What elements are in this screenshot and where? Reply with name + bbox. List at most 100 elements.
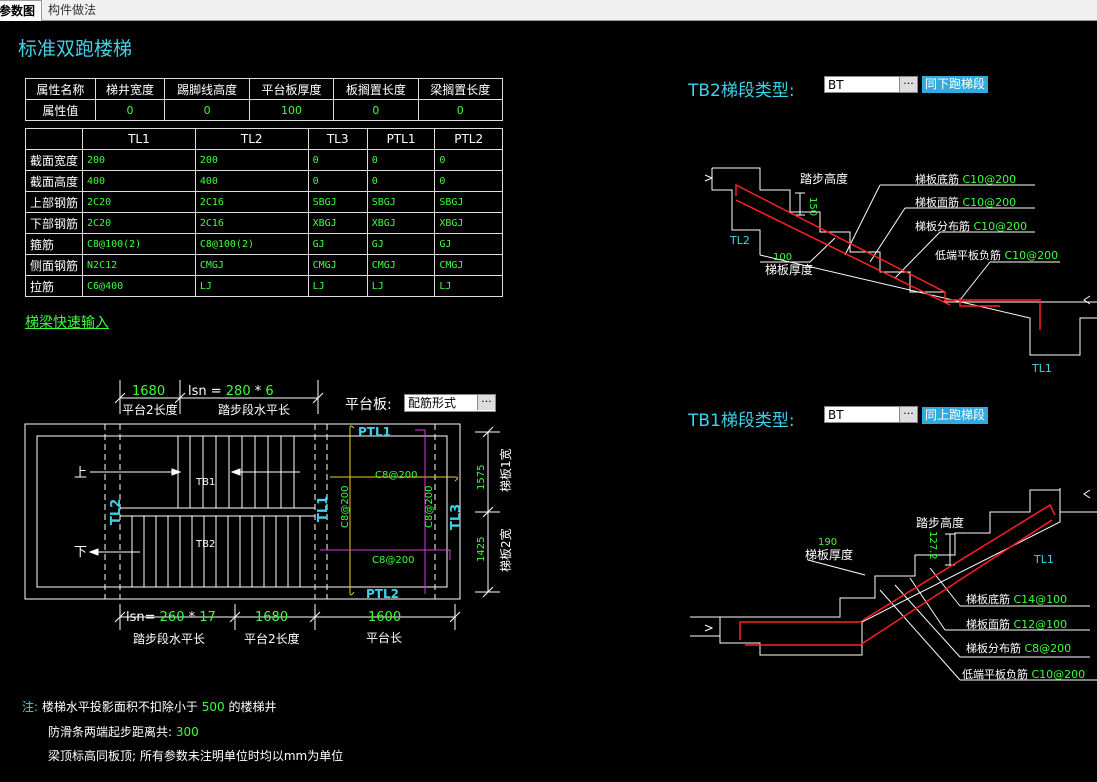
tb1-type-value: BT <box>828 408 844 422</box>
tb1-type-label: TB1梯段类型: <box>688 411 795 431</box>
platform-select-value: 配筋形式 <box>408 396 457 410</box>
direction-arrows <box>88 468 300 556</box>
tb1-same-as-button[interactable]: 同上跑梯段 <box>922 407 989 424</box>
tb1-section-outline <box>690 488 1097 681</box>
tb2-type-value: BT <box>828 78 844 92</box>
note-text-1b: 的楼梯井 <box>228 700 277 714</box>
page-title: 标准双跑楼梯 <box>18 38 133 60</box>
platform-rebar-yellow <box>330 425 458 596</box>
dim-top-1: 1680 <box>132 384 165 399</box>
tb1-neg-label: 低端平板负筋 C10@200 <box>962 667 1085 681</box>
dim-bot-label-2: 平台2长度 <box>244 631 300 646</box>
row-label: 截面宽度 <box>24 149 84 171</box>
property-table: 属性名称 梯井宽度 踢脚线高度 平台板厚度 板搁置长度 梁搁置长度 属性值 0 … <box>25 78 504 121</box>
ellipsis-icon[interactable]: ··· <box>477 395 495 410</box>
note-line-2: 防滑条两端起步距离共: 300 <box>48 723 199 740</box>
table-row: 侧面钢筋 N2C12 CMGJ CMGJ CMGJ CMGJ <box>24 254 503 276</box>
tb1-step-height: 踏步高度 <box>916 515 964 530</box>
tb2-thick-value: 100 <box>773 252 792 263</box>
rebar-label-3: C8@200 <box>340 486 351 528</box>
value-cell[interactable]: 0 <box>417 99 504 121</box>
dim-right-label-2: 梯板2宽 <box>498 528 513 572</box>
note-value-2[interactable]: 300 <box>175 725 199 739</box>
tb2-rebar <box>735 183 1041 330</box>
platform-rebar-magenta <box>320 429 451 594</box>
tb1-label-tl1: TL1 <box>1033 553 1054 566</box>
value-cell[interactable]: LJ <box>307 275 368 297</box>
row-label: 拉筋 <box>24 275 84 297</box>
tb1-top-label: 梯板面筋 C12@100 <box>966 617 1067 631</box>
dim-top-lsn: lsn = 280 * 6 <box>188 384 274 399</box>
tab-method[interactable]: 构件做法 <box>48 3 97 17</box>
value-cell[interactable]: C6@400 <box>82 275 196 297</box>
label-tl3: TL3 <box>449 504 464 530</box>
note-prefix: 注: <box>22 700 39 714</box>
tb2-thick-label: 梯板厚度 <box>765 262 813 277</box>
tb2-bottom-label: 梯板底筋 C10@200 <box>915 172 1016 186</box>
beam-hidden-lines <box>104 424 436 599</box>
dim-bot-2: 1680 <box>255 610 288 625</box>
dim-bot-3: 1600 <box>368 610 401 625</box>
note-line-1: 注: 楼梯水平投影面积不扣除小于 500 的楼梯井 <box>22 698 276 715</box>
label-up: 上 <box>74 466 87 481</box>
value-cell[interactable]: LJ <box>194 275 309 297</box>
plan-dimension-lines <box>114 380 500 630</box>
table-row: 下部钢筋 2C20 2C16 XBGJ XBGJ XBGJ <box>24 212 503 234</box>
dim-bot-label-1: 踏步段水平长 <box>133 631 205 646</box>
label-tb2: TB2 <box>195 539 215 550</box>
label-down: 下 <box>74 545 87 560</box>
tb1-step-value: 127.2 <box>927 531 938 560</box>
label-ptl2: PTL2 <box>366 587 399 601</box>
tb2-dist-label: 梯板分布筋 C10@200 <box>915 219 1027 233</box>
row-label: 侧面钢筋 <box>24 254 84 276</box>
dim-top-label-1: 平台2长度 <box>122 402 178 417</box>
tb1-dist-label: 梯板分布筋 C8@200 <box>966 641 1071 655</box>
value-cell[interactable]: 100 <box>248 99 335 121</box>
label-tl1: TL1 <box>316 496 331 522</box>
note-value-1[interactable]: 500 <box>201 700 225 714</box>
dim-bot-lsn: lsn= 260 * 17 <box>126 610 216 625</box>
rebar-label-4: C8@200 <box>424 486 435 528</box>
tb2-type-select[interactable]: BT ··· <box>824 76 918 93</box>
tb2-neg-label: 低端平板负筋 C10@200 <box>935 248 1058 262</box>
dim-right-1: 1575 <box>476 465 487 490</box>
row-label: 箍筋 <box>24 233 84 255</box>
note-line-3: 梁顶标高同板顶; 所有参数未注明单位时均以mm为单位 <box>48 749 344 763</box>
rebar-label-1: C8@200 <box>375 470 417 481</box>
tb1-thick-label: 梯板厚度 <box>805 547 853 562</box>
header-cell: 踢脚线高度 <box>164 78 250 100</box>
beam-table: TL1 TL2 TL3 PTL1 PTL2 截面宽度 200 200 0 0 0… <box>24 128 503 297</box>
table-row: 箍筋 C8@100(2) C8@100(2) GJ GJ GJ <box>24 233 503 255</box>
value-cell[interactable]: LJ <box>434 275 503 297</box>
row-label: 上部钢筋 <box>24 191 84 213</box>
ellipsis-icon[interactable]: ··· <box>899 77 917 92</box>
tb1-type-select[interactable]: BT ··· <box>824 406 918 423</box>
tb1-bottom-label: 梯板底筋 C14@100 <box>966 592 1067 606</box>
tb2-label-tl1: TL1 <box>1031 362 1052 375</box>
tb1-thick-value: 190 <box>818 537 837 548</box>
value-cell[interactable]: 0 <box>94 99 166 121</box>
stair-treads <box>131 436 301 587</box>
tb2-top-label: 梯板面筋 C10@200 <box>915 195 1016 209</box>
tb1-rebar <box>739 503 1056 646</box>
tab-bar: 参数图 构件做法 <box>0 0 1097 21</box>
tab-params[interactable]: 参数图 <box>0 0 43 21</box>
label-tl2: TL2 <box>109 499 124 525</box>
label-tb1: TB1 <box>195 477 215 488</box>
dim-bot-label-3: 平台长 <box>366 630 402 645</box>
tb2-type-label: TB2梯段类型: <box>688 81 795 101</box>
quick-input-link[interactable]: 梯梁快速输入 <box>25 315 109 331</box>
ellipsis-icon[interactable]: ··· <box>899 407 917 422</box>
note-text-2a: 防滑条两端起步距离共: <box>48 725 173 739</box>
platform-label: 平台板: <box>345 397 392 413</box>
note-text-1a: 楼梯水平投影面积不扣除小于 <box>41 700 198 714</box>
dim-right-2: 1425 <box>476 537 487 562</box>
platform-select[interactable]: 配筋形式 ··· <box>404 394 496 412</box>
dim-top-label-2: 踏步段水平长 <box>218 402 290 417</box>
dim-right-label-1: 梯板1宽 <box>498 448 513 492</box>
tb2-step-value: 150 <box>807 197 818 216</box>
tb2-same-as-button[interactable]: 同下跑梯段 <box>922 76 989 93</box>
rebar-label-2: C8@200 <box>372 555 414 566</box>
table-row: 拉筋 C6@400 LJ LJ LJ LJ <box>24 275 503 297</box>
